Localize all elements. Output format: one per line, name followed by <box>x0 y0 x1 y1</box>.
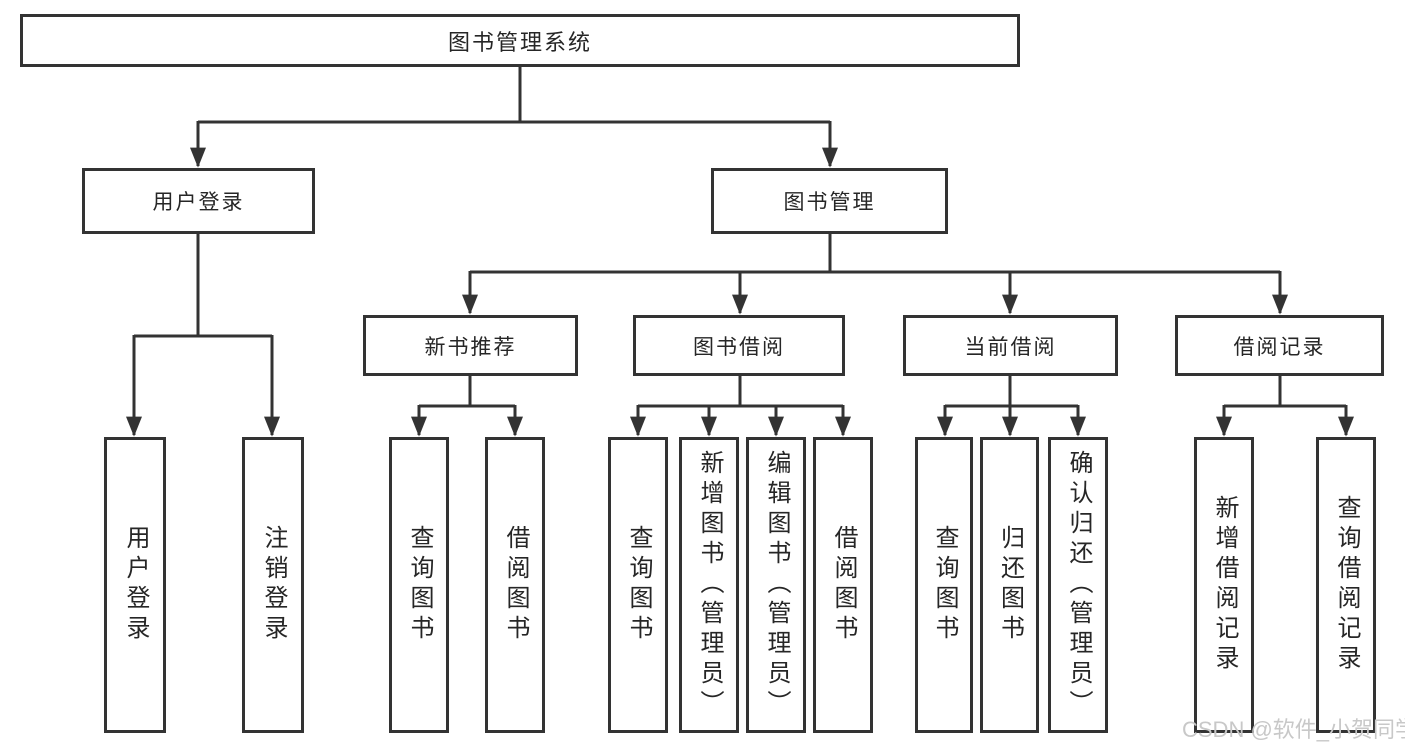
leaf-add-book-admin: 新增图书（管理员） <box>679 437 739 733</box>
connector-borrow-record <box>1216 376 1354 437</box>
node-root-library-system: 图书管理系统 <box>20 14 1020 67</box>
connector-user-login <box>126 234 280 437</box>
connector-new-book <box>411 376 523 437</box>
leaf-add-borrow-record: 新增借阅记录 <box>1194 437 1254 733</box>
leaf-query-book-3: 查询图书 <box>915 437 973 733</box>
connector-book-borrow <box>630 376 851 437</box>
connector-line <box>134 234 272 338</box>
connector-line <box>638 376 843 408</box>
node-user-login: 用户登录 <box>82 168 315 234</box>
leaf-return-book: 归还图书 <box>980 437 1039 733</box>
connector-line <box>419 376 515 408</box>
leaf-query-book-1: 查询图书 <box>389 437 449 733</box>
connector-line <box>945 376 1078 408</box>
connector-line <box>1224 376 1346 408</box>
leaf-user-login: 用户登录 <box>104 437 166 733</box>
connector-line <box>470 234 1280 274</box>
leaf-logout: 注销登录 <box>242 437 304 733</box>
leaf-confirm-return-admin: 确认归还（管理员） <box>1048 437 1108 733</box>
leaf-borrow-book-1: 借阅图书 <box>485 437 545 733</box>
leaf-query-book-2: 查询图书 <box>608 437 668 733</box>
connector-line <box>198 67 830 124</box>
csdn-watermark: CSDN @软件_小贺同学 <box>1182 717 1405 742</box>
leaf-query-borrow-record: 查询借阅记录 <box>1316 437 1376 733</box>
connector-current-borrow <box>937 376 1086 437</box>
node-borrow-record: 借阅记录 <box>1175 315 1384 376</box>
leaf-borrow-book-2: 借阅图书 <box>813 437 873 733</box>
node-new-book-recommend: 新书推荐 <box>363 315 578 376</box>
connector-root <box>190 67 838 168</box>
node-current-borrow: 当前借阅 <box>903 315 1118 376</box>
connector-book-mgmt <box>462 234 1288 315</box>
node-book-management: 图书管理 <box>711 168 948 234</box>
node-book-borrow: 图书借阅 <box>633 315 845 376</box>
leaf-edit-book-admin: 编辑图书（管理员） <box>746 437 806 733</box>
